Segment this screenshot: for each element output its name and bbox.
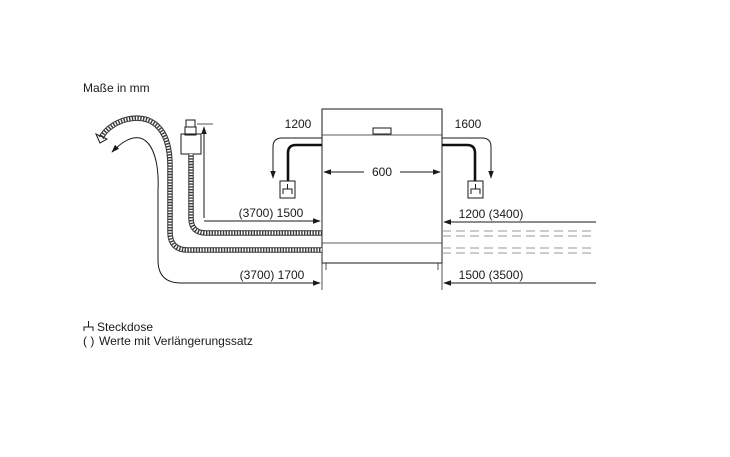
left-upper-hose-label: (3700) 1500 xyxy=(239,206,304,220)
extension-legend-label: Werte mit Verlängerungssatz xyxy=(99,334,253,348)
socket-legend-icon xyxy=(83,321,94,331)
diagram-title: Maße in mm xyxy=(83,81,150,95)
aquastop-valve xyxy=(180,133,202,155)
right-socket-icon xyxy=(467,180,484,199)
inlet-hose: (3700) 1500 xyxy=(180,119,322,236)
left-lower-hose-label: (3700) 1700 xyxy=(240,268,305,282)
right-power-cable: 1600 xyxy=(442,117,494,181)
right-upper-hose-label: 1200 (3400) xyxy=(459,207,524,221)
left-cable-label: 1200 xyxy=(285,117,312,131)
socket-legend-label: Steckdose xyxy=(97,320,153,334)
right-hose-extension: 1200 (3400) 1500 (3500) xyxy=(442,207,596,286)
left-socket-icon xyxy=(279,180,296,199)
left-power-cable: 1200 xyxy=(270,117,322,181)
legend: Steckdose ( ) Werte mit Verlängerungssat… xyxy=(83,320,253,348)
extension-legend-symbol: ( ) xyxy=(83,334,94,348)
drain-hose-end xyxy=(95,133,109,144)
right-lower-hose-label: 1500 (3500) xyxy=(459,268,524,282)
width-label: 600 xyxy=(372,165,392,179)
width-dimension: 600 xyxy=(323,165,441,179)
drain-dimension: (3700) 1700 xyxy=(111,137,321,286)
dishwasher-body xyxy=(321,108,443,270)
right-cable-label: 1600 xyxy=(455,117,482,131)
control-panel-display xyxy=(372,127,392,135)
